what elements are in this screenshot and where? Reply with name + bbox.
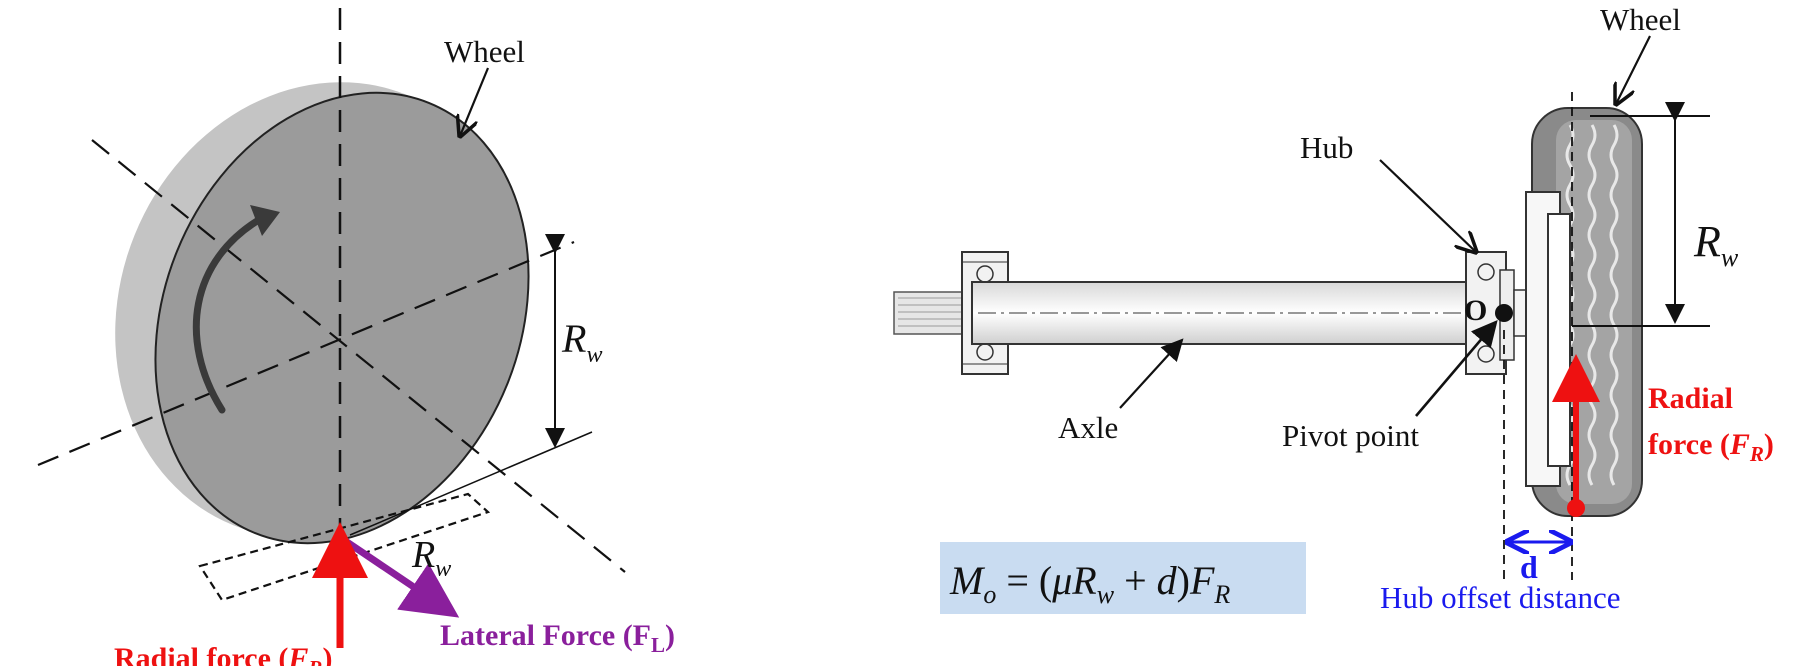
pivot-leader: [1415, 320, 1498, 417]
axle-spline: [893, 291, 973, 335]
rotation-arrow-icon: [192, 214, 266, 414]
lateral-force-label: Lateral Force (FL): [440, 619, 675, 657]
contact-patch: [198, 492, 491, 602]
wheel-face: [154, 91, 530, 545]
axle-label: Axle: [1058, 410, 1118, 445]
left-wheel-label: Wheel: [444, 34, 525, 69]
left-radius-label: Rw: [561, 316, 602, 368]
left-wheel-diagram: Wheel Rw Rw Lateral Force (FL) Radial fo…: [37, 8, 675, 666]
wheel-leader: [460, 67, 490, 136]
hub-label: Hub: [1300, 130, 1353, 165]
axle-axis: [91, 139, 626, 573]
left-radial-force-label: Radial force (FR): [114, 642, 332, 666]
hub-leader: [1379, 159, 1476, 252]
right-radial-label-line2: force (FR): [1648, 428, 1774, 466]
formula-text: Mo = (μRw + d)FR: [949, 558, 1230, 609]
axle-leader: [1119, 338, 1184, 409]
diameter-axis: [37, 240, 575, 467]
right-wheel-label: Wheel: [1600, 2, 1681, 37]
hub-flange: [1547, 213, 1571, 467]
pivot-point-label: Pivot point: [1282, 418, 1419, 453]
left-radius-label-2: Rw: [411, 534, 451, 582]
pivot-point-o-label: O: [1464, 294, 1487, 327]
offset-symbol: d: [1520, 549, 1538, 585]
moment-formula: Mo = (μRw + d)FR: [940, 542, 1306, 614]
hub-offset-label: Hub offset distance: [1380, 580, 1620, 615]
right-hub-diagram: Wheel Hub Axle Pivot point O Rw Radial f…: [893, 2, 1774, 615]
right-wheel-leader: [1616, 35, 1651, 104]
right-radius-label: Rw: [1693, 217, 1739, 272]
right-radial-label-line1: Radial: [1648, 382, 1733, 415]
formula-box: [940, 542, 1306, 614]
pivot-point-dot: [1495, 304, 1513, 322]
hub-bearing: [1465, 251, 1515, 375]
